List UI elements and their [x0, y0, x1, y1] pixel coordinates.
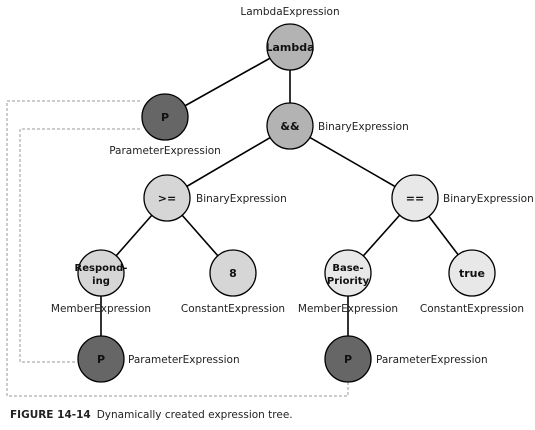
- node-param-right: [324, 335, 372, 383]
- label-param-left: ParameterExpression: [128, 354, 240, 366]
- node-lambda-text: Lambda: [265, 41, 314, 54]
- node-responding-text-1: Respond-: [75, 263, 128, 274]
- node-eq-text: ==: [406, 192, 424, 205]
- label-gte: BinaryExpression: [196, 193, 287, 205]
- node-gte-text: >=: [158, 192, 176, 205]
- figure-caption: FIGURE 14-14 Dynamically created expressi…: [10, 409, 293, 421]
- node-param-left: [77, 335, 125, 383]
- label-const8: ConstantExpression: [181, 303, 285, 315]
- tree-nodes: [77, 23, 496, 383]
- node-responding: [77, 249, 125, 297]
- type-labels: LambdaExpression ParameterExpression Bin…: [51, 6, 534, 366]
- edge-and-gte: [166, 125, 291, 199]
- label-param-top: ParameterExpression: [109, 145, 221, 157]
- label-consttrue: ConstantExpression: [420, 303, 524, 315]
- node-basepriority: [324, 249, 372, 297]
- node-texts: Lambda P && >= == Respond- ing 8 Base- P…: [75, 41, 485, 366]
- figure-caption-text: Dynamically created expression tree.: [96, 409, 293, 421]
- label-basepriority: MemberExpression: [298, 303, 398, 315]
- node-param-left-text: P: [97, 353, 105, 366]
- dashed-line-inner: [19, 128, 140, 363]
- node-param-top: [141, 93, 189, 141]
- label-lambda: LambdaExpression: [240, 6, 339, 18]
- label-param-right: ParameterExpression: [376, 354, 488, 366]
- node-const8-text: 8: [229, 267, 237, 280]
- label-eq: BinaryExpression: [443, 193, 534, 205]
- node-param-right-text: P: [344, 353, 352, 366]
- dashed-reference-lines: [6, 100, 349, 397]
- node-responding-text-2: ing: [92, 276, 110, 287]
- node-basepriority-text-1: Base-: [332, 263, 363, 274]
- node-consttrue-text: true: [459, 267, 485, 280]
- node-consttrue: [448, 249, 496, 297]
- node-const8: [209, 249, 257, 297]
- figure-number: FIGURE 14-14: [10, 409, 91, 421]
- label-and: BinaryExpression: [318, 121, 409, 133]
- edge-and-eq: [289, 125, 416, 199]
- node-gte: [143, 174, 191, 222]
- node-param-top-text: P: [161, 111, 169, 124]
- node-basepriority-text-2: Priority: [327, 276, 370, 287]
- node-eq: [391, 174, 439, 222]
- node-and-text: &&: [280, 120, 300, 133]
- dashed-line-outer: [6, 100, 349, 397]
- expression-tree-diagram: Lambda P && >= == Respond- ing 8 Base- P…: [6, 6, 534, 397]
- node-and: [266, 102, 314, 150]
- label-responding: MemberExpression: [51, 303, 151, 315]
- node-lambda: [266, 23, 314, 71]
- edge-lambda-param: [164, 46, 291, 118]
